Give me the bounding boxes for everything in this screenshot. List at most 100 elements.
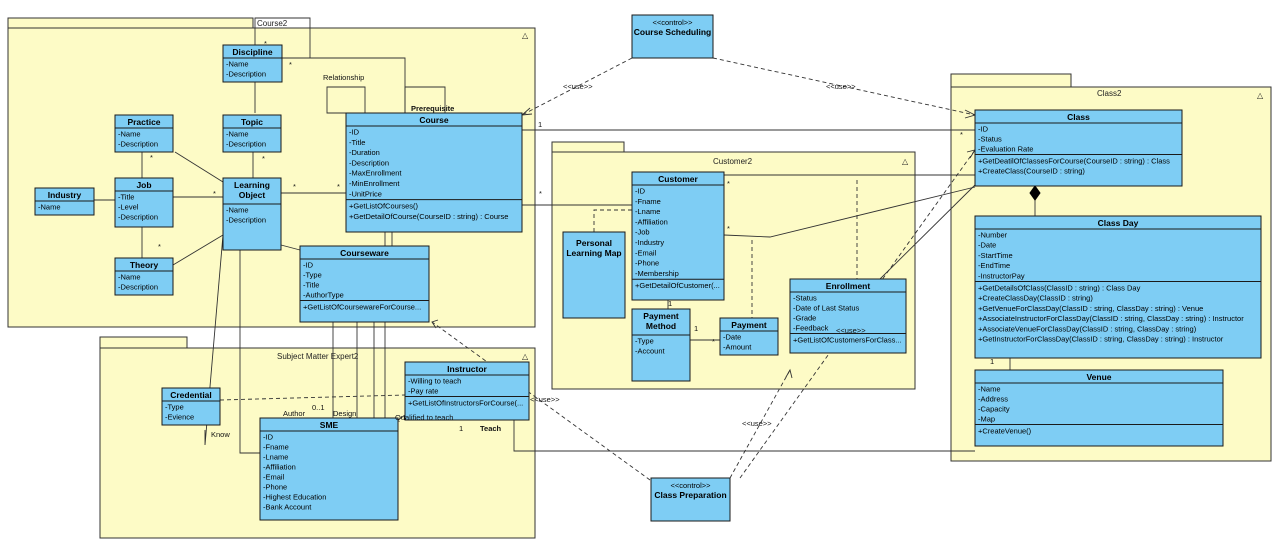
class-attribute: -Description — [118, 140, 158, 149]
edge-instructor-classday — [513, 420, 975, 452]
class-attribute: -Pay rate — [408, 387, 438, 396]
class-operation: +GetDetailOfCustomer(... — [635, 281, 720, 290]
class-attribute: -InstructorPay — [978, 271, 1025, 280]
class-name: Class — [1067, 112, 1090, 122]
mult: 1 — [990, 357, 994, 366]
class-attribute: -ID — [303, 261, 314, 270]
class-name: Venue — [1086, 372, 1111, 382]
label-know: Know — [211, 430, 230, 439]
class-attribute: -Status — [793, 294, 817, 303]
class-attribute: -Email — [635, 248, 657, 257]
label-use-1: <<use>> — [563, 82, 593, 91]
label-relationship: Relationship — [323, 73, 364, 82]
label-author: Author — [283, 409, 306, 418]
class-name: Class Day — [1098, 218, 1139, 228]
class-name: Discipline — [232, 47, 272, 57]
class-box — [562, 231, 626, 319]
mult: * — [337, 182, 340, 191]
class-box — [719, 317, 779, 356]
class-topic[interactable]: Topic-Name-Description — [222, 114, 282, 153]
package-customer2-title: Customer2 — [713, 157, 753, 166]
class-box — [161, 387, 221, 426]
class-course[interactable]: Course-ID-Title-Duration-Description-Max… — [345, 112, 523, 233]
label-qualified: Qualified to teach — [395, 413, 453, 422]
class-attribute: -ID — [349, 128, 360, 137]
class-attribute: -Account — [635, 347, 666, 356]
class-box — [114, 257, 174, 296]
edges — [94, 17, 1036, 481]
package-sme2-title: Subject Matter Expert2 — [277, 352, 359, 361]
class-job[interactable]: Job-Title-Level-Description — [114, 177, 174, 228]
class-attribute: -Status — [978, 135, 1002, 144]
class-attribute: -Description — [226, 70, 266, 79]
class-attribute: -Fname — [263, 443, 289, 452]
package-icon: △ — [522, 31, 529, 40]
class-name: Instructor — [447, 364, 487, 374]
class-class[interactable]: Class-ID-Status-Evaluation Rate+GetDeati… — [974, 109, 1183, 187]
class-credential[interactable]: Credential-Type-Evience — [161, 387, 221, 426]
class-industry[interactable]: Industry-Name — [34, 187, 95, 216]
class-instructor[interactable]: Instructor-Willing to teach-Pay rate+Get… — [404, 361, 530, 421]
class-attribute: -Description — [226, 140, 266, 149]
class-operation: +GetDeatilOfClassesForCourse(CourseID : … — [978, 157, 1170, 166]
class-courseware[interactable]: Courseware-ID-Type-Title-AuthorType+GetL… — [299, 245, 430, 323]
class-name: Learning — [234, 180, 270, 190]
class-attribute: -Address — [978, 395, 1008, 404]
class-operation: +GetDetailOfCourse(CourseID : string) : … — [349, 212, 508, 221]
label-use-5: <<use>> — [836, 326, 866, 335]
class-attribute: -StartTime — [978, 251, 1013, 260]
package-class2-title: Class2 — [1097, 89, 1122, 98]
class-course-scheduling[interactable]: <<control>>Course Scheduling — [631, 14, 714, 59]
class-attribute: -Industry — [635, 238, 664, 247]
mult: 1 — [668, 299, 672, 308]
edge-course-relationship — [326, 86, 366, 114]
class-practice[interactable]: Practice-Name-Description — [114, 114, 174, 153]
class-venue[interactable]: Venue-Name-Address-Capacity-Map+CreateVe… — [974, 369, 1224, 447]
class-attribute: -Number — [978, 231, 1008, 240]
class-name: Personal — [576, 238, 612, 248]
class-name: Course — [419, 115, 449, 125]
class-enrollment[interactable]: Enrollment-Status-Date of Last Status-Gr… — [789, 278, 907, 354]
class-box — [404, 361, 530, 421]
class-operation: +CreateClass(CourseID : string) — [978, 167, 1085, 176]
edge-credential-instructor — [219, 394, 406, 401]
class-attribute: -EndTime — [978, 261, 1010, 270]
class-operation: +GetVenueForClassDay(ClassID : string, C… — [978, 304, 1203, 313]
class-customer[interactable]: Customer-ID-Fname-Lname-Affiliation-Job-… — [631, 171, 725, 301]
multiplicities: 1 * * * * 1 1 * 0..1 1 1 * * * * * * * * — [150, 39, 994, 433]
class-attribute: -ID — [978, 125, 989, 134]
mult: * — [293, 182, 296, 191]
class-attribute: -Name — [226, 130, 249, 139]
class-box — [222, 44, 283, 83]
mult: * — [539, 189, 542, 198]
class-box — [114, 114, 174, 153]
class-payment[interactable]: Payment-Date-Amount — [719, 317, 779, 356]
package-course2-title: Course2 — [257, 19, 288, 28]
mult: * — [727, 179, 730, 188]
class-operation: +AssociateVenueForClassDay(ClassID : str… — [978, 324, 1197, 333]
class-discipline[interactable]: Discipline-Name-Description — [222, 44, 283, 83]
class-attribute: -Map — [978, 415, 995, 424]
class-class-preparation[interactable]: <<control>>Class Preparation — [650, 477, 731, 522]
mult: * — [289, 60, 292, 69]
class-attribute: -Job — [635, 228, 650, 237]
class-attribute: -Phone — [635, 259, 659, 268]
class-name: SME — [320, 420, 339, 430]
class-box — [222, 114, 282, 153]
dep-cp-courseware — [431, 321, 651, 481]
class-sme[interactable]: SME-ID-Fname-Lname-Affiliation-Email-Pho… — [259, 417, 399, 521]
class-operation: +GetDetailsOfClass(ClassID : string) : C… — [978, 284, 1141, 293]
class-box — [222, 177, 282, 251]
mult: 1 — [538, 120, 542, 129]
class-class-day[interactable]: Class Day-Number-Date-StartTime-EndTime-… — [974, 215, 1262, 359]
mult: * — [264, 39, 267, 48]
class-name: Class Preparation — [654, 490, 726, 500]
class-attribute: -AuthorType — [303, 291, 344, 300]
class-theory[interactable]: Theory-Name-Description — [114, 257, 174, 296]
class-attribute: -Date of Last Status — [793, 304, 860, 313]
mult: 0..1 — [312, 403, 325, 412]
class-operation: +GetListOfCustomersForClass... — [793, 336, 902, 345]
